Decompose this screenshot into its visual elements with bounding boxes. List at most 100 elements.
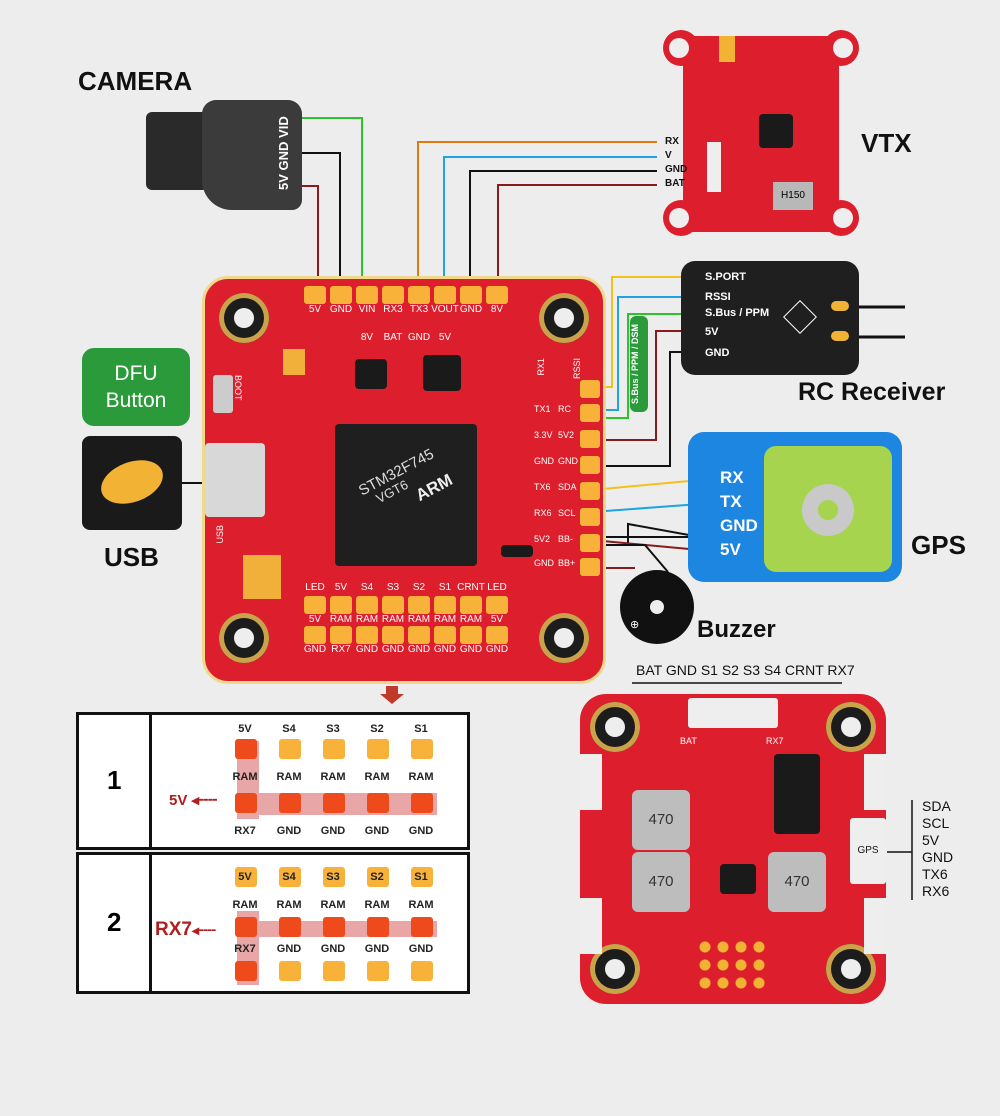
fc-b1-2: S4 [360, 582, 374, 593]
rc-pin-sport: S.PORT [705, 271, 746, 283]
fc-b3-3: GND [381, 644, 405, 655]
buzzer-title: Buzzer [697, 616, 776, 643]
t2-mid-3: RAM [364, 899, 390, 911]
fc-top-gnd: GND [329, 304, 353, 315]
fc-r-5v2b: 5V2 [558, 430, 575, 440]
t2-bot-0: RX7 [234, 943, 256, 955]
table2-number: 2 [107, 907, 122, 937]
fc-b3-1: RX7 [331, 644, 351, 655]
sbus-tag: S.Bus / PPM / DSM [630, 316, 648, 412]
pdb-sda: SDA [922, 798, 951, 814]
fc-top-tx3: TX3 [409, 304, 429, 315]
vtx-board: H150 [663, 30, 863, 240]
fc-r-gnd2: GND [534, 558, 554, 568]
t1-bot-3: GND [364, 825, 390, 837]
t1-top-2: S3 [326, 723, 340, 735]
fc-b1-0: LED [305, 582, 325, 593]
boot-label: BOOT [233, 375, 243, 401]
power-board: BAT RX7 470 470 470 GPS [580, 694, 886, 1004]
t1-mid-3: RAM [364, 771, 390, 783]
t1-bot-1: GND [276, 825, 302, 837]
dfu-button-label: DFU Button [82, 348, 190, 426]
vtx-title: VTX [861, 128, 912, 158]
vtx-pin-bat: BAT [665, 178, 685, 189]
fc-sub-5v: 5V [438, 332, 452, 343]
fc-r-gnd3: GND [558, 456, 578, 466]
t2-top-1: S4 [282, 871, 296, 883]
fc-r-bbm: BB- [558, 534, 574, 544]
fc-r-tx1: TX1 [534, 404, 551, 414]
table1-number: 1 [107, 765, 122, 795]
fc-r-rx6: RX6 [534, 508, 552, 518]
usb-small-label: USB [215, 525, 225, 544]
jumper-table-1: 1 5V S4 S3 S2 S1 RAM RAM RAM RAM RAM RX7… [76, 712, 470, 850]
fc-b3-5: GND [433, 644, 457, 655]
t2-arrow: RX7◂╌╌ [155, 919, 216, 940]
rc-pin-5v: 5V [705, 326, 719, 338]
fc-b2-4: RAM [407, 614, 431, 625]
fc-right-pads: RX1 RSSI TX1 3.3V GND TX6 RX6 5V2 GND RC… [530, 350, 610, 580]
fc-r-gnd: GND [534, 456, 554, 466]
t1-top-0: 5V [238, 723, 252, 735]
t2-arrow-label: RX7 [155, 919, 192, 940]
fc-b2-3: RAM [381, 614, 405, 625]
fc-top-gnd2: GND [459, 304, 483, 315]
mcu-logo: ARM [412, 470, 456, 506]
t1-top-1: S4 [282, 723, 296, 735]
vtx-chip: H150 [773, 182, 813, 210]
pdb-bat: BAT [680, 736, 697, 746]
gps-pin-gnd: GND [720, 516, 758, 535]
fc-b2-6: RAM [459, 614, 483, 625]
t1-mid-1: RAM [276, 771, 302, 783]
fc-b2-5: RAM [433, 614, 457, 625]
dfu-line1: DFU [114, 362, 158, 385]
fc-sub-8v: 8V [360, 332, 374, 343]
fc-b1-7: LED [487, 582, 507, 593]
fc-b1-4: S2 [412, 582, 426, 593]
t2-bot-2: GND [320, 943, 346, 955]
pdb-rx7: RX7 [766, 736, 784, 746]
fc-top-8v: 8V [490, 304, 504, 315]
usb-title: USB [104, 542, 159, 572]
t2-mid-2: RAM [320, 899, 346, 911]
pdb-gps-connector: GPS [850, 818, 886, 884]
usb-logo [82, 436, 182, 530]
t2-mid-1: RAM [276, 899, 302, 911]
cam-pin-vid: VID [276, 116, 291, 138]
fc-b1-1: 5V [334, 582, 348, 593]
fc-b2-1: RAM [329, 614, 353, 625]
t2-bot-1: GND [276, 943, 302, 955]
vtx-pin-v: V [665, 150, 672, 161]
fc-b1-3: S3 [386, 582, 400, 593]
t1-bot-0: RX7 [234, 825, 256, 837]
rc-receiver: S.PORT RSSI S.Bus / PPM 5V GND [681, 261, 859, 375]
pdb-inductor-3: 470 [768, 852, 826, 912]
pdb-scl: SCL [922, 815, 950, 831]
fc-r-scl: SCL [558, 508, 576, 518]
pdb-rx6: RX6 [922, 883, 950, 899]
fc-b3-2: GND [355, 644, 379, 655]
usb-port[interactable] [205, 443, 265, 517]
fc-top-5v: 5V [308, 304, 322, 315]
buzzer: ⊕ [620, 570, 694, 644]
boot-button[interactable] [213, 375, 233, 413]
t1-arrow: 5V ◂╌╌ [169, 792, 218, 809]
fc-rx1: RX1 [536, 358, 546, 376]
t1-top-3: S2 [370, 723, 384, 735]
fc-r-sda: SDA [558, 482, 577, 492]
t1-bot-2: GND [320, 825, 346, 837]
fc-sub-bat: BAT [383, 332, 403, 343]
cam-pin-gnd: GND [276, 141, 291, 171]
fc-b3-6: GND [459, 644, 483, 655]
cam-pin-5v: 5V [276, 173, 291, 190]
pdb-tx6: TX6 [922, 866, 948, 882]
t2-mid-4: RAM [408, 899, 434, 911]
fc-top-pads: 5V GND VIN RX3 TX3 VOUT GND 8V 8V BAT GN… [304, 286, 524, 356]
camera-title: CAMERA [78, 66, 193, 96]
jumper-table-2: 2 5V S4 S3 S2 S1 RAM RAM RAM RAM RAM RX7… [76, 852, 470, 994]
pdb-gnd: GND [922, 849, 954, 865]
t2-top-4: S1 [414, 871, 428, 883]
fc-bottom-pads: LED 5V S4 S3 S2 S1 CRNT LED 5V RAM RAM R… [304, 582, 524, 662]
fc-r-33v: 3.3V [534, 430, 553, 440]
gps-pin-rx: RX [720, 468, 744, 487]
